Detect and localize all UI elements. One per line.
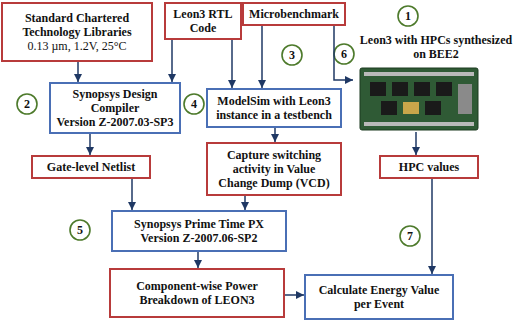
callout-number: 2 (17, 94, 37, 114)
callout-number: 5 (70, 220, 90, 240)
flow-arrow (415, 132, 417, 155)
node-title: Standard Chartered Technology Libraries (7, 11, 147, 39)
data-box: Gate-level Netlist (31, 155, 151, 179)
fpga-board (360, 68, 478, 130)
node-title: Capture switching activity in Value Chan… (212, 148, 336, 190)
flow-arrow (334, 26, 353, 80)
flow-arrow (131, 179, 133, 210)
flow-arrow (89, 134, 91, 155)
process-box: Calculate Energy Value per Event (304, 274, 454, 320)
data-box: HPC values (379, 155, 479, 179)
flow-arrow (197, 252, 199, 268)
node-title: ModelSim with Leon3 instance in a testbe… (212, 94, 336, 122)
callout-number: 4 (184, 94, 204, 114)
flow-arrow (244, 196, 246, 210)
node-subtitle: Version Z-2007.03-SP3 (55, 115, 175, 129)
node-title: Calculate Energy Value per Event (310, 283, 448, 311)
library-box: Standard Chartered Technology Libraries0… (1, 2, 153, 62)
node-title: Synopsys Design Compiler (55, 87, 175, 115)
node-title: Synopsys Prime Time PX (117, 217, 281, 231)
flow-arrow (274, 128, 276, 142)
process-box: ModelSim with Leon3 instance in a testbe… (206, 88, 342, 128)
input-box: Leon3 RTL Code (164, 2, 242, 40)
flow-arrow (431, 179, 433, 274)
callout-number: 1 (398, 6, 418, 26)
node-title: HPC values (385, 160, 473, 174)
callout-number: 6 (334, 44, 354, 64)
flow-arrow (231, 40, 233, 88)
callout-number: 3 (282, 45, 302, 65)
data-box: Capture switching activity in Value Chan… (206, 142, 342, 196)
node-title: Component-wise Power Breakdown of LEON3 (115, 279, 279, 307)
node-title: Leon3 RTL Code (170, 7, 236, 35)
flow-arrow (77, 62, 79, 82)
node-subtitle: 0.13 µm, 1.2V, 25°C (7, 39, 147, 53)
flow-arrow (285, 294, 304, 296)
input-box: Microbenchmark (242, 2, 346, 26)
process-box: Synopsys Prime Time PXVersion Z-2007.06-… (111, 210, 287, 252)
process-box: Synopsys Design CompilerVersion Z-2007.0… (49, 82, 181, 134)
callout-number: 7 (400, 226, 420, 246)
flow-arrow (171, 40, 173, 82)
data-box: Component-wise Power Breakdown of LEON3 (109, 268, 285, 318)
flow-arrow (261, 26, 263, 88)
node-title: Leon3 with HPCs synthesized on BEE2 (357, 33, 515, 61)
node-subtitle: Version Z-2007.06-SP2 (117, 231, 281, 245)
node-title: Microbenchmark (248, 7, 340, 21)
hardware-node: Leon3 with HPCs synthesized on BEE2 (353, 30, 519, 132)
node-title: Gate-level Netlist (37, 160, 145, 174)
